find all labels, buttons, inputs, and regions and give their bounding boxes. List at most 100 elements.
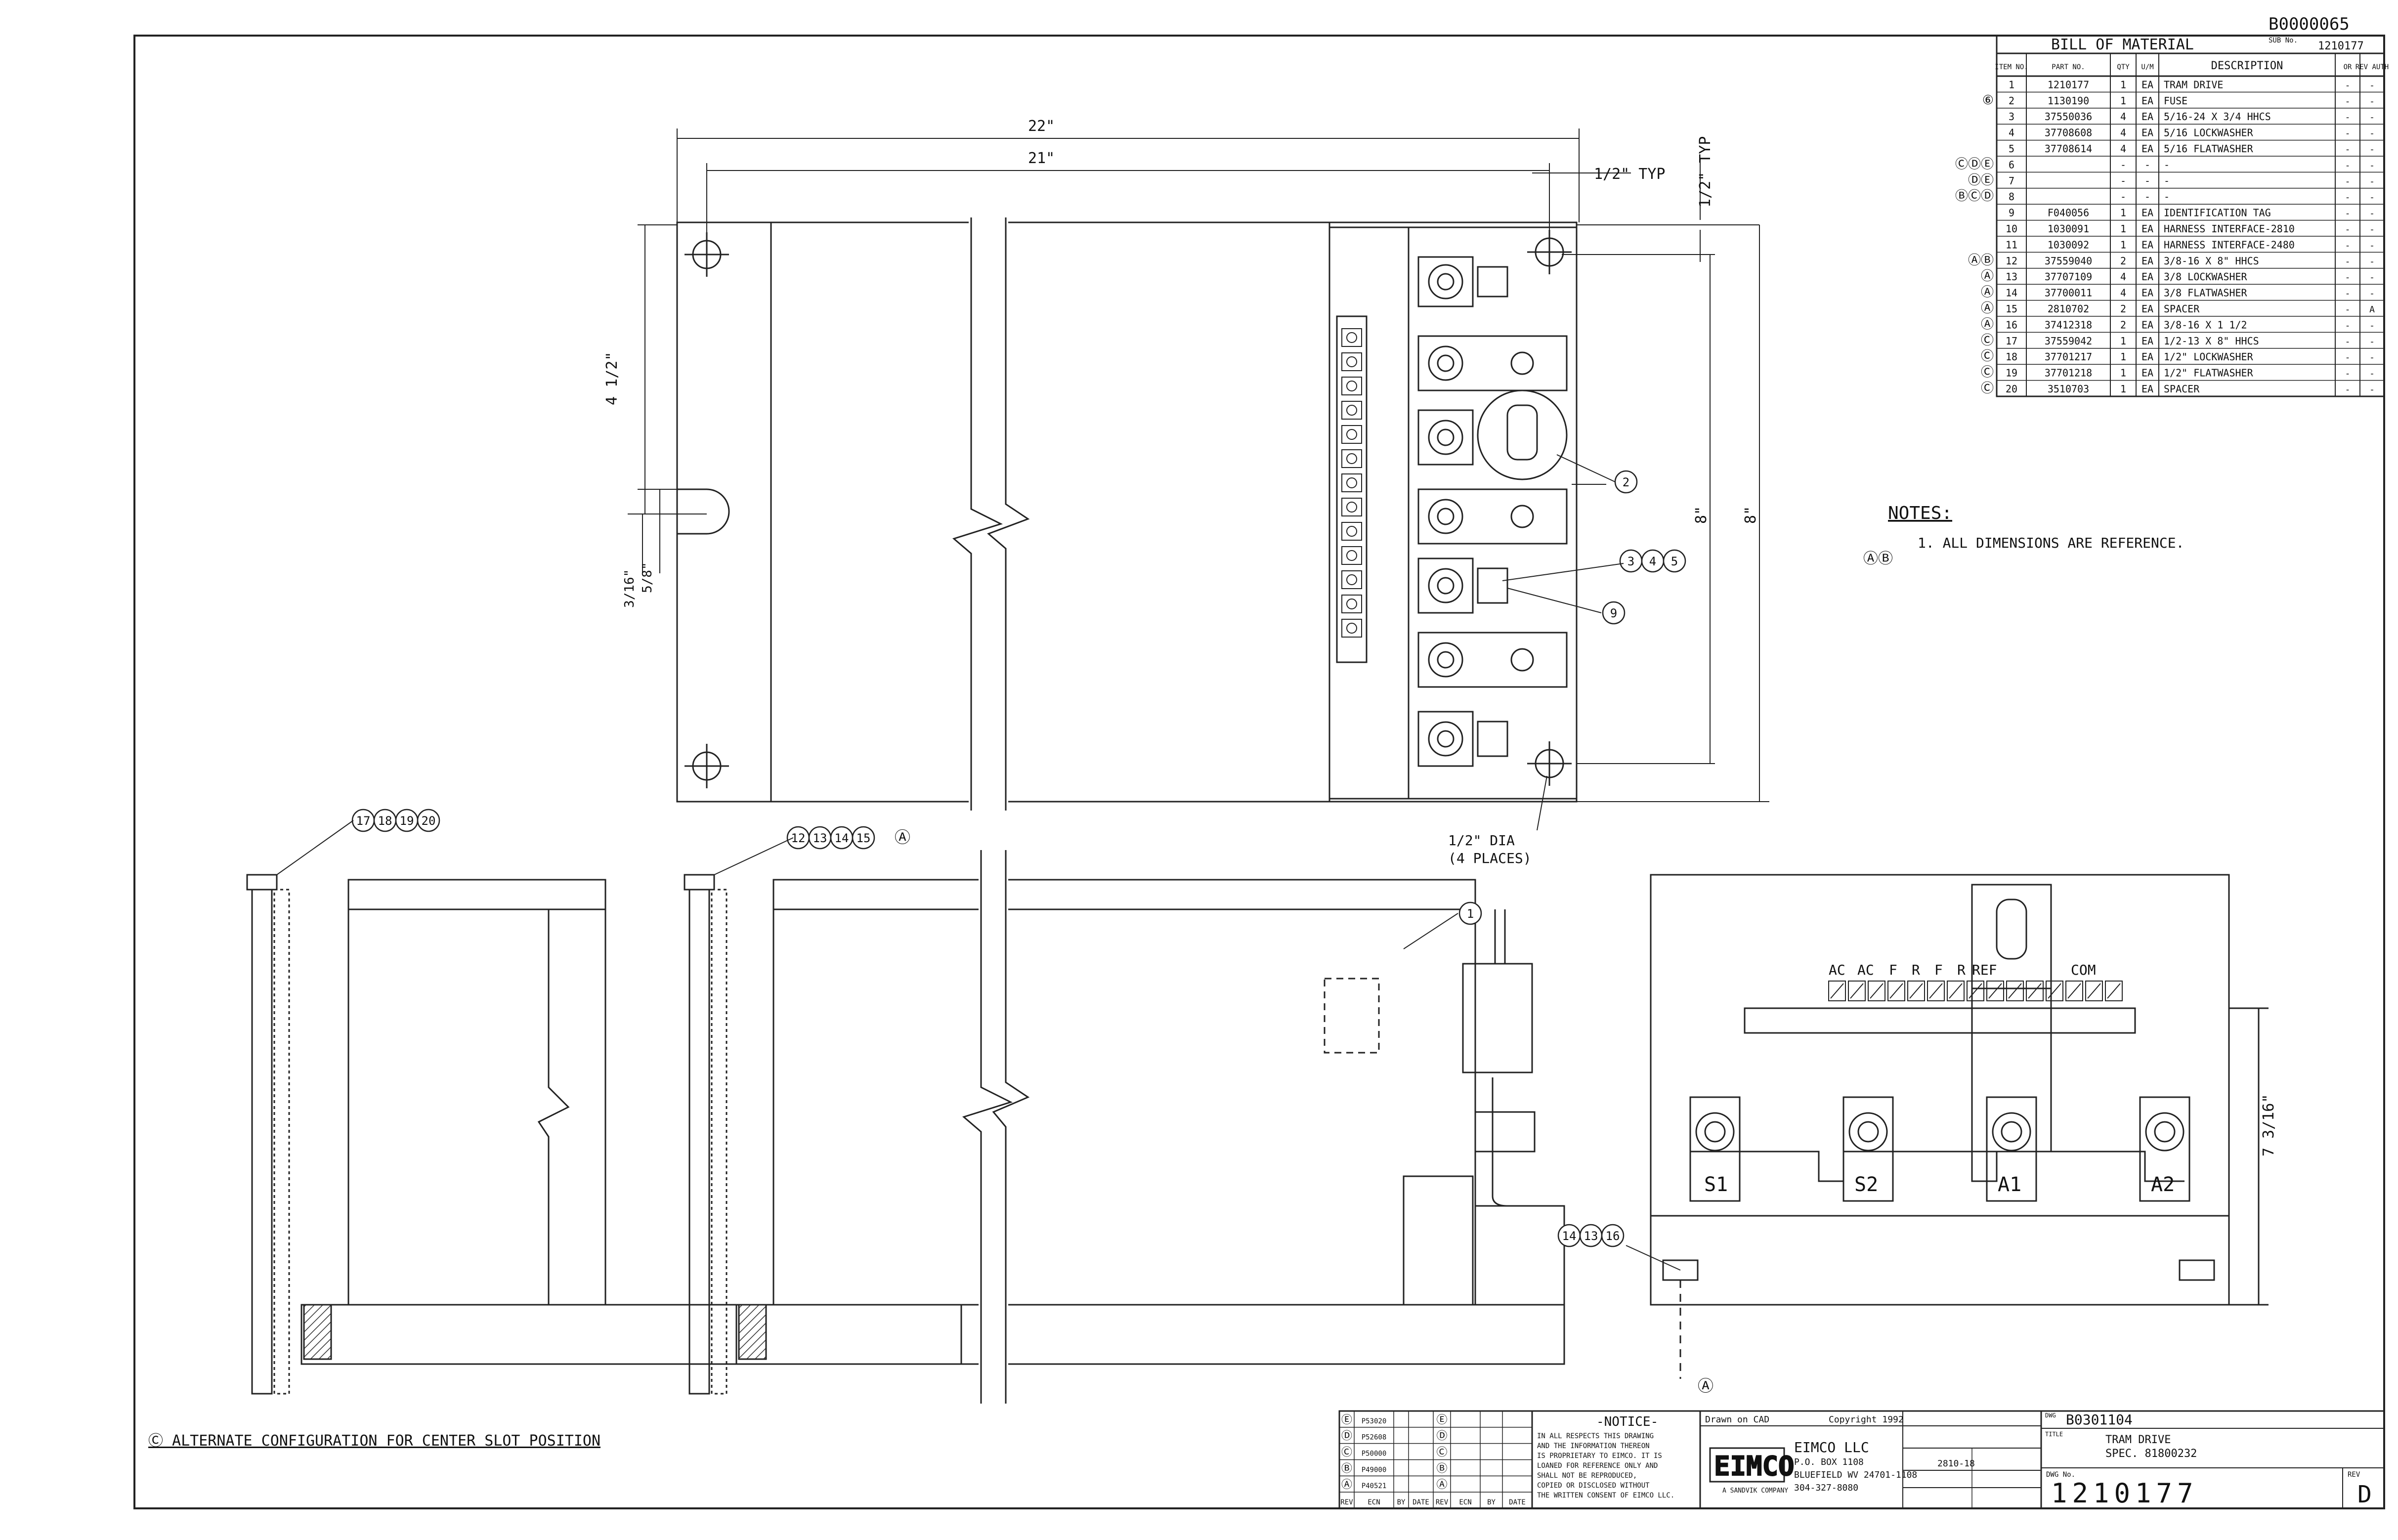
balloon-center-bolt-note: Ⓐ xyxy=(895,828,910,847)
bom-row-mark: Ⓐ xyxy=(1981,317,1994,332)
bom-row-um: EA xyxy=(2141,287,2153,299)
bom-row-qty: 4 xyxy=(2120,287,2126,299)
balloon-circle xyxy=(1458,901,1482,925)
bom-row-um: EA xyxy=(2141,79,2153,90)
terminal-screw xyxy=(1346,526,1357,537)
bom-row-desc: HARNESS INTERFACE-2810 xyxy=(2164,223,2295,235)
top-view-dimension-text: 22" 21" 1/2" TYP 1/2" TYP 4 1/2" 3/16" 5… xyxy=(603,118,1759,866)
bom-row-um: EA xyxy=(2141,303,2153,315)
bom-row-item: 19 xyxy=(2006,367,2017,379)
bom-row-or: - xyxy=(2345,240,2351,251)
end-terminal xyxy=(2085,981,2103,1001)
bom-row-part: 3510703 xyxy=(2048,383,2089,395)
bom-row-part: 37550036 xyxy=(2045,111,2092,123)
bom-row-item: 8 xyxy=(2009,191,2014,203)
terminal-screw xyxy=(1346,599,1357,609)
bom-row-qty: 4 xyxy=(2120,111,2126,123)
bom-row-or: - xyxy=(2345,176,2351,187)
revision-header-4: REV xyxy=(1436,1498,1449,1506)
bom-row-rev: - xyxy=(2369,320,2375,331)
dim-height-inner: 8" xyxy=(1693,506,1710,524)
bom-row-rev: - xyxy=(2369,192,2375,203)
revision-rev2: Ⓔ xyxy=(1436,1414,1447,1426)
bom-row-rev: - xyxy=(2369,96,2375,107)
balloon-circle xyxy=(1601,1224,1625,1247)
bom-row-or: - xyxy=(2345,352,2351,363)
bom-row-qty: 1 xyxy=(2120,207,2126,219)
revision-ecn: P49000 xyxy=(1362,1466,1387,1474)
bom-row-desc: 1/2-13 X 8" HHCS xyxy=(2164,335,2259,347)
center-side-view xyxy=(537,850,1565,1404)
bom-row-part: 37701217 xyxy=(2045,351,2092,363)
balloon-circle xyxy=(852,826,875,850)
bom-row-part: 37701218 xyxy=(2045,367,2092,379)
bom-row-qty: - xyxy=(2120,191,2126,203)
bom-row-item: 12 xyxy=(2006,255,2017,267)
end-terminal xyxy=(2046,981,2063,1001)
revision-rev2: Ⓓ xyxy=(1436,1430,1447,1443)
copyright: Copyright 1992 xyxy=(1829,1414,1904,1425)
balloon-hardware_top-2: 5 xyxy=(1671,555,1678,568)
bom-header-2: QTY xyxy=(2117,63,2130,71)
bom-sub-number: 1210177 xyxy=(2318,40,2364,52)
revision-ecn: P50000 xyxy=(1362,1450,1387,1458)
revision-header-6: BY xyxy=(1487,1498,1496,1506)
lug-label-a2: A2 xyxy=(2151,1173,2175,1196)
bom-row-item: 18 xyxy=(2006,351,2017,363)
terminal xyxy=(1341,473,1362,492)
end-terminal xyxy=(1986,981,2004,1001)
terminal xyxy=(1341,595,1362,613)
terminal-screw xyxy=(1346,453,1357,464)
lug-labels: S1 S2 A1 A2 xyxy=(1704,1173,2175,1196)
terminal xyxy=(1341,449,1362,468)
terminal xyxy=(1341,498,1362,516)
bom-row-part: 37708608 xyxy=(2045,127,2092,139)
doc-number-top: B0000065 xyxy=(2269,14,2350,34)
company-address-2: BLUEFIELD WV 24701-1108 xyxy=(1794,1470,1917,1480)
rev-letter: D xyxy=(2357,1481,2372,1508)
terminal-screw xyxy=(1346,550,1357,561)
bom-row-item: 1 xyxy=(2009,79,2014,90)
bom-row-desc: FUSE xyxy=(2164,95,2187,107)
bom-row-part: 37412318 xyxy=(2045,319,2092,331)
lug-label-s2: S2 xyxy=(1854,1173,1878,1196)
dwg-number-label: DWG No. xyxy=(2046,1471,2075,1479)
bom-row-part: 1030091 xyxy=(2048,223,2089,235)
bom-row-part: 1210177 xyxy=(2048,79,2089,90)
bom-row-desc: 1/2" FLATWASHER xyxy=(2164,367,2254,379)
end-terminal xyxy=(1947,981,1965,1001)
bom-row-or: - xyxy=(2345,209,2351,219)
bom-row-desc: SPACER xyxy=(2164,303,2200,315)
bom-row-desc: 1/2" LOCKWASHER xyxy=(2164,351,2254,363)
bom-row-um: - xyxy=(2144,191,2150,203)
terminal-label-ac-2: AC xyxy=(1857,962,1874,978)
bom-row-item: 15 xyxy=(2006,303,2017,315)
bom-row-um: EA xyxy=(2141,111,2153,123)
terminal xyxy=(1341,377,1362,395)
drawn-on-cad: Drawn on CAD xyxy=(1705,1414,1769,1425)
bom-row-desc: 3/8-16 X 1 1/2 xyxy=(2164,319,2247,331)
bom-row-part: 1030092 xyxy=(2048,239,2089,251)
bom-row-or: - xyxy=(2345,112,2351,123)
bom-row-qty: 1 xyxy=(2120,95,2126,107)
revision-rev: Ⓔ xyxy=(1341,1414,1352,1426)
bom-row-um: EA xyxy=(2141,239,2153,251)
dim-depth: 7 3/16" xyxy=(2260,1094,2277,1156)
bus-bars xyxy=(1417,256,1568,767)
logo-text: EIMCO xyxy=(1714,1451,1795,1482)
bom-row-qty: 2 xyxy=(2120,255,2126,267)
bom-row-rev: - xyxy=(2369,128,2375,139)
dim-slot-height: 4 1/2" xyxy=(603,352,621,405)
eimco-logo xyxy=(1709,1447,1785,1483)
drawing-no: B0301104 xyxy=(2066,1412,2133,1428)
terminal-labels: AC AC F R F R REF COM xyxy=(1829,962,2096,978)
bom-row-qty: 1 xyxy=(2120,79,2126,90)
end-terminal xyxy=(1887,981,1905,1001)
dim-hole-places: (4 PLACES) xyxy=(1448,850,1532,866)
sheet-border xyxy=(133,35,2385,1509)
balloon-circle xyxy=(1602,601,1626,625)
bom-row-mark: ⒸⒹⒺ xyxy=(1955,157,1994,171)
